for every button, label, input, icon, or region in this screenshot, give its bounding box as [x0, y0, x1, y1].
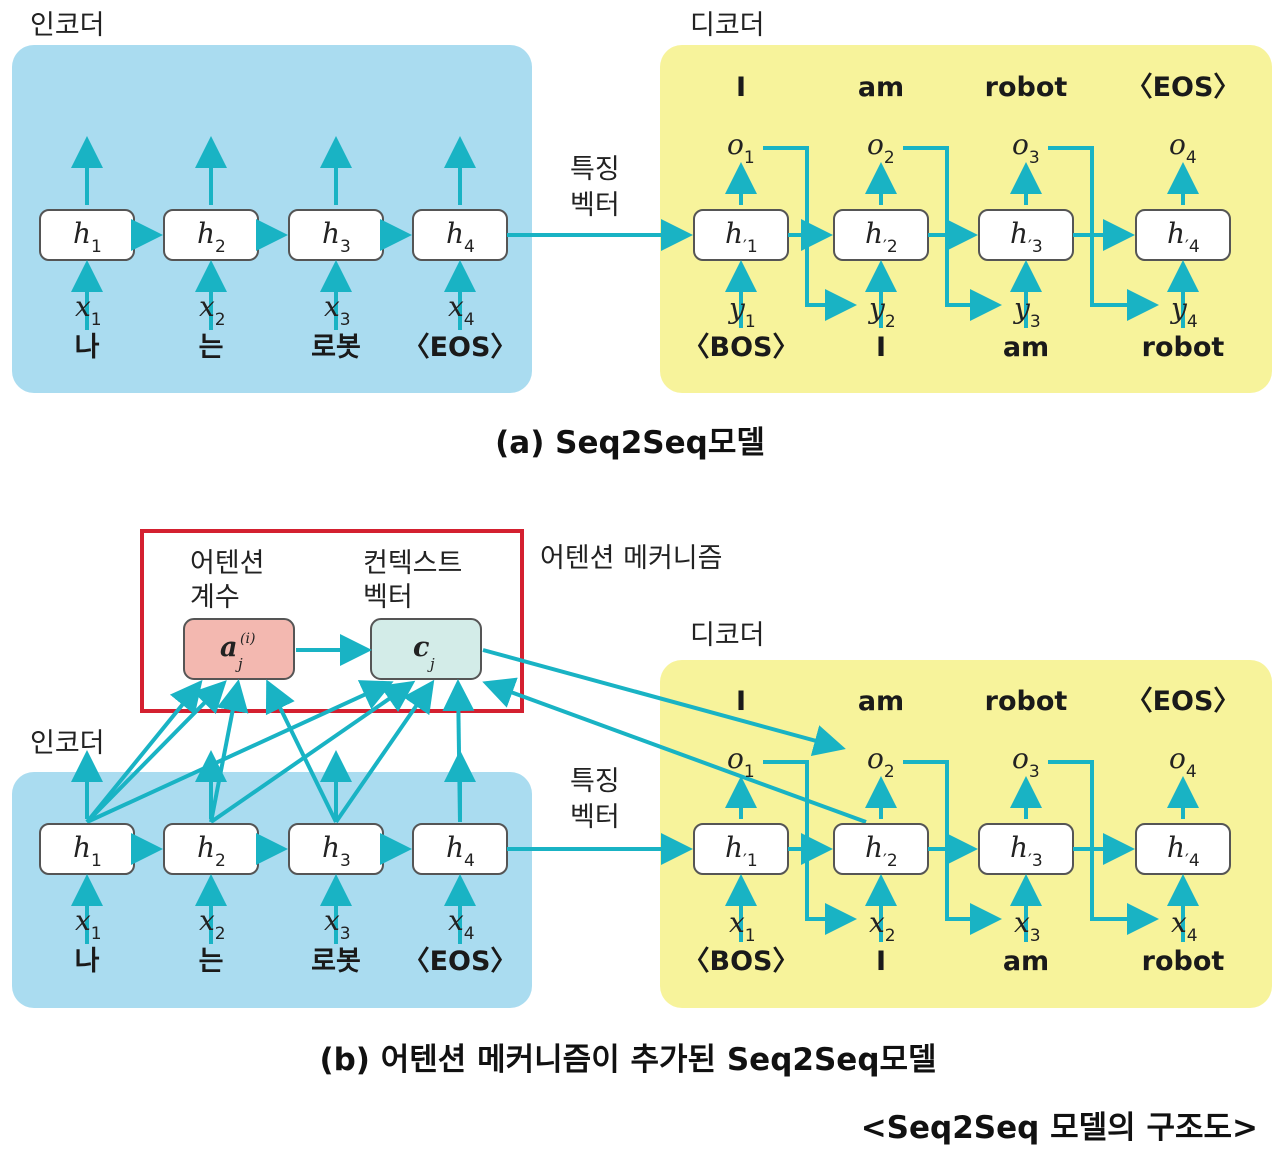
encoder-input-word: 는: [199, 946, 224, 977]
figure-caption: <Seq2Seq 모델의 구조도>: [861, 1110, 1258, 1146]
encoder-input-word: 는: [199, 332, 224, 363]
context-vector-label-1: 컨텍스트: [363, 548, 462, 579]
context-input-arrow: [334, 679, 435, 824]
attention-coef-input-arrow: [265, 679, 338, 823]
feature-vector-label-a-1: 특징: [570, 154, 620, 185]
decoder-input-word: I: [876, 946, 886, 977]
decoder-output-word: robot: [985, 72, 1068, 103]
attention-coef-sup: (i): [240, 631, 255, 647]
feature-vector-label-a-2: 벡터: [570, 190, 620, 221]
decoder-input-word: I: [876, 332, 886, 363]
decoder-output-word: am: [858, 686, 904, 717]
decoder-output-word: am: [858, 72, 904, 103]
feedback-arrow: [903, 760, 1002, 935]
panel-b: 인코더 디코더 특징 벡터 어텐션 메커니즘 어텐션 계수 컨텍스트 벡터 a …: [12, 529, 1272, 1078]
decoder-output-word: I: [736, 686, 746, 717]
decoder-input-word: 〈BOS〉: [683, 946, 800, 977]
feedback-arrow: [903, 146, 1002, 321]
context-input-arrow: [86, 680, 394, 824]
context-vector-sub: j: [427, 655, 435, 673]
decoder-label-b: 디코더: [690, 620, 765, 651]
context-to-output-arrow: [482, 648, 846, 757]
decoder-input-word: 〈BOS〉: [683, 332, 800, 363]
encoder-input-word: 〈EOS〉: [403, 332, 518, 363]
decoder-output-word: 〈EOS〉: [1126, 72, 1241, 103]
feedback-arrow: [763, 760, 857, 935]
decoder-input-word: am: [1003, 946, 1049, 977]
attention-coef-input-arrow: [85, 679, 203, 824]
encoder-input-word: 〈EOS〉: [403, 946, 518, 977]
decoder-label-a: 디코더: [690, 10, 765, 41]
encoder-input-word: 나: [75, 946, 100, 977]
panel-a: 인코더 디코더 특징 벡터 h1x1나h2x2는h3x3로봇h4x4〈EOS〉 …: [12, 10, 1272, 461]
encoder-input-word: 로봇: [311, 332, 361, 363]
encoder-input-word: 나: [75, 332, 100, 363]
encoder-label-a: 인코더: [30, 10, 105, 41]
attention-coef-label-2: 계수: [190, 582, 240, 613]
encoder-input-word: 로봇: [311, 946, 361, 977]
decoder-input-word: robot: [1142, 946, 1225, 977]
decoder-input-word: robot: [1142, 332, 1225, 363]
caption-b: (b) 어텐션 메커니즘이 추가된 Seq2Seq모델: [319, 1042, 936, 1078]
attention-mechanism-label: 어텐션 메커니즘: [540, 543, 722, 574]
encoder-label-b: 인코더: [30, 728, 105, 759]
feature-vector-label-b-1: 특징: [570, 766, 620, 797]
attention-coef-input-arrow: [85, 680, 227, 824]
encoder-panel-b: [12, 772, 532, 1008]
feedback-arrow: [1048, 146, 1159, 321]
feedback-arrow: [1048, 760, 1159, 935]
context-input-arrow: [209, 680, 416, 824]
attention-coef-label-1: 어텐션: [190, 548, 265, 579]
attention-coef-symbol: a: [220, 632, 238, 663]
decoder-state-to-attention-arrow: [482, 677, 867, 824]
decoder-output-word: robot: [985, 686, 1068, 717]
caption-a: (a) Seq2Seq모델: [495, 425, 765, 461]
decoder-units-a: h′1Io1y1〈BOS〉h′2amo2y2Ih′3roboto3y3amh′4…: [683, 72, 1241, 363]
context-vector-label-2: 벡터: [363, 582, 413, 613]
feature-vector-label-b-2: 벡터: [570, 802, 620, 833]
context-vector-symbol: c: [413, 632, 429, 663]
attention-coef-node: [183, 618, 295, 680]
feedback-arrow: [763, 146, 857, 321]
decoder-output-word: 〈EOS〉: [1126, 686, 1241, 717]
attention-coef-sub: j: [235, 655, 243, 673]
decoder-output-word: I: [736, 72, 746, 103]
decoder-input-word: am: [1003, 332, 1049, 363]
